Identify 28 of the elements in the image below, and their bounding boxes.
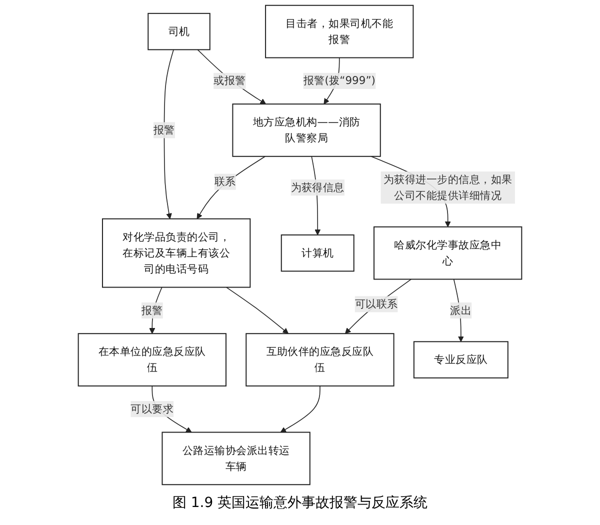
node-box: 目击者，如果司机不能报警: [265, 4, 414, 58]
node-box: 地方应急机构——消防队警察局: [232, 104, 381, 157]
node-box: 在本单位的应急反应队伍: [78, 333, 226, 386]
arrow: [280, 386, 320, 433]
edge-label: 报警: [154, 124, 175, 136]
edge-label: 或报警: [214, 74, 246, 87]
edge-label: 可以联系: [354, 297, 398, 310]
node-box: 互助伙伴的应急反应队伍: [246, 333, 394, 386]
node-box: 专业反应队: [413, 341, 508, 378]
arrow: [196, 156, 266, 220]
edge-label: 报警(拨“999”): [303, 74, 376, 87]
edge-label: 为获得进一步的信息，如果公司不能提供详细情况: [383, 172, 512, 202]
caption: 图 1.9 英国运输意外事故报警与反应系统: [171, 494, 429, 513]
arrow: [345, 278, 412, 334]
node-box: 计算机: [280, 234, 354, 272]
arrow: [164, 49, 174, 220]
edge-label: 派出: [450, 304, 472, 316]
arrow: [453, 278, 464, 342]
node-box: 哈威尔化学事故应急中心: [374, 226, 522, 280]
node-box: 对化学品负责的公司，在标记及车辆上有该公司的电话号码: [102, 218, 251, 288]
arrow: [197, 49, 266, 104]
edge-label: 报警: [141, 304, 163, 316]
arrow: [226, 286, 289, 334]
edge-label: 可以要求: [130, 402, 174, 416]
edge-label: 联系: [214, 175, 236, 188]
edge-label: 为获得信息: [290, 180, 344, 194]
node-box: 公路运输协会派出转运车辆: [162, 432, 310, 486]
node-box: 司机: [148, 12, 210, 50]
